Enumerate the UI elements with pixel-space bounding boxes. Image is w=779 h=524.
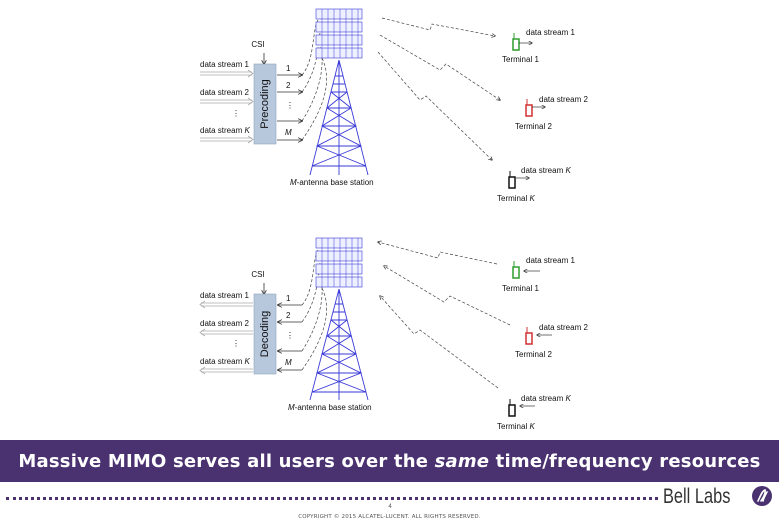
- terminal-k-stream: data stream K: [521, 166, 571, 175]
- output-stream-label-k: data stream K: [200, 357, 250, 366]
- phone-icon: [512, 266, 520, 279]
- input-label-m: M: [285, 358, 292, 367]
- terminal-2-name: Terminal 2: [515, 350, 552, 359]
- csi-label: CSI: [251, 40, 264, 49]
- antenna-grid: [321, 238, 359, 287]
- phone-icon: [512, 38, 520, 51]
- dotted-divider: [6, 497, 658, 500]
- brand-name: Bell Labs: [663, 485, 731, 508]
- input-ellipsis: ⋮: [286, 331, 294, 340]
- terminal-k: data stream K Terminal K: [497, 166, 571, 203]
- uplink-panel: CSI Decoding data stream 1 data stream 2…: [199, 237, 588, 431]
- output-label-1: 1: [286, 64, 291, 73]
- terminal-2-stream: data stream 2: [539, 323, 588, 332]
- copyright: COPYRIGHT © 2015 ALCATEL-LUCENT. ALL RIG…: [298, 514, 481, 520]
- precoding-label: Precoding: [259, 79, 271, 129]
- output-arrows: [277, 75, 302, 140]
- terminal-k-stream: data stream K: [521, 394, 571, 403]
- terminal-k-name: Terminal K: [497, 422, 535, 431]
- input-label-2: 2: [286, 311, 291, 320]
- feeder-lines: [301, 19, 327, 141]
- radio-links: [377, 17, 500, 160]
- csi-label: CSI: [251, 270, 264, 279]
- phone-icon: [508, 176, 516, 189]
- phone-icon: [525, 332, 533, 345]
- terminal-1-name: Terminal 1: [502, 284, 539, 293]
- precoding-box: [253, 63, 277, 145]
- input-label-k: data stream K: [200, 126, 250, 135]
- terminal-2: data stream 2 Terminal 2: [515, 323, 588, 359]
- phone-icon: [525, 104, 533, 117]
- stream-ellipsis: ⋮: [232, 339, 240, 348]
- downlink-panel: CSI Precoding data stream 1 data stream …: [200, 8, 588, 203]
- decoding-box: [253, 293, 277, 375]
- page-number: 4: [388, 504, 392, 510]
- output-stream-arrows: [199, 300, 253, 375]
- terminal-1-name: Terminal 1: [502, 55, 539, 64]
- output-ellipsis: ⋮: [286, 101, 294, 110]
- alcatel-lucent-logo-icon: [752, 486, 772, 506]
- tower: [309, 59, 369, 176]
- banner: Massive MIMO serves all users over the s…: [0, 440, 779, 482]
- mimo-diagram: CSI Precoding data stream 1 data stream …: [199, 8, 588, 431]
- input-ellipsis: ⋮: [232, 109, 240, 118]
- phone-icon: [508, 404, 516, 417]
- antenna-grid: [321, 9, 359, 58]
- output-stream-label-1: data stream 1: [200, 291, 249, 300]
- input-label-1: data stream 1: [200, 60, 249, 69]
- feeder-lines: [301, 249, 327, 371]
- decoding-label: Decoding: [259, 311, 271, 357]
- banner-emphasis: same: [434, 450, 490, 472]
- station-label: M-antenna base station: [288, 403, 372, 412]
- terminal-k-name: Terminal K: [497, 194, 535, 203]
- antenna-inputs: [278, 305, 302, 370]
- output-label-m: M: [285, 128, 292, 137]
- output-stream-label-2: data stream 2: [200, 319, 249, 328]
- terminal-2: data stream 2 Terminal 2: [515, 95, 588, 131]
- radio-links: [378, 242, 511, 389]
- output-label-2: 2: [286, 81, 291, 90]
- terminal-k: data stream K Terminal K: [497, 394, 571, 431]
- tower: [309, 288, 369, 401]
- terminal-1: data stream 1 Terminal 1: [502, 256, 575, 293]
- antenna-array: [315, 237, 363, 288]
- input-arrows: [200, 69, 254, 144]
- banner-text: Massive MIMO serves all users over the s…: [18, 450, 761, 472]
- bell-labs-brand: Bell Labs: [663, 484, 775, 510]
- input-label-2: data stream 2: [200, 88, 249, 97]
- terminal-1-stream: data stream 1: [526, 28, 575, 37]
- terminal-2-stream: data stream 2: [539, 95, 588, 104]
- antenna-array: [315, 8, 363, 59]
- terminal-2-name: Terminal 2: [515, 122, 552, 131]
- station-label: M-antenna base station: [290, 178, 374, 187]
- input-label-1: 1: [286, 294, 291, 303]
- terminal-1: data stream 1 Terminal 1: [502, 28, 575, 64]
- terminal-1-stream: data stream 1: [526, 256, 575, 265]
